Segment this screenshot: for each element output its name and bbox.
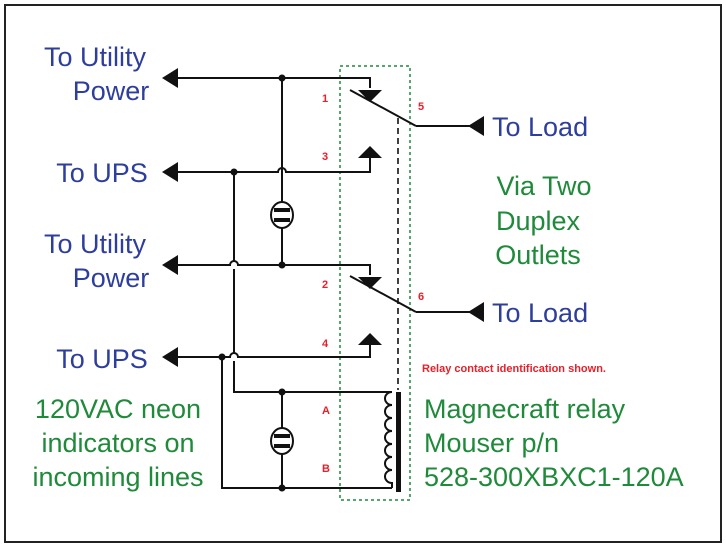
outlets-label-line3: Outlets (495, 240, 581, 270)
ups-bus-wire (233, 172, 392, 393)
pin-5-label: 5 (418, 101, 424, 113)
pin-2-label: 2 (322, 279, 328, 291)
neon-label-line3: incoming lines (32, 462, 203, 492)
ups-2-arrow-icon (162, 347, 178, 367)
neon-label-line2: indicators on (41, 428, 194, 458)
ups-2-label: To UPS (56, 344, 148, 374)
utility-2-label-line2: Power (73, 263, 150, 293)
relay-label-line1: Magnecraft relay (424, 394, 626, 424)
contact-3-icon (358, 146, 382, 158)
junction-dot (218, 353, 226, 361)
utility-2-wire (178, 260, 371, 275)
relay-label-line2: Mouser p/n (424, 428, 559, 458)
relay-core (396, 392, 401, 492)
utility-1-arrow-icon (162, 68, 178, 88)
utility-1-label-line2: Power (73, 76, 150, 106)
pin-4-label: 4 (322, 338, 329, 350)
contact-2-icon (358, 277, 382, 289)
ups-1-wire (178, 158, 371, 173)
pin-a-label: A (322, 405, 330, 417)
pin-1-label: 1 (322, 93, 328, 105)
junction-dot (278, 261, 286, 269)
relay-coil-icon (384, 391, 393, 488)
junction-dot (278, 484, 286, 492)
junction-dot (278, 74, 286, 82)
load-1-label: To Load (492, 112, 588, 142)
contact-1-icon (358, 90, 382, 102)
utility-2-label-line1: To Utility (44, 229, 147, 259)
utility-1-label-line1: To Utility (44, 42, 147, 72)
ups-1-arrow-icon (162, 162, 178, 182)
contact-4-icon (358, 333, 382, 345)
ups-1-label: To UPS (56, 158, 148, 188)
pin-b-label: B (322, 463, 330, 475)
ups-2-bus-wire (221, 357, 392, 489)
pin-6-label: 6 (418, 291, 424, 303)
diagram-frame (4, 4, 722, 543)
load-1-arrow-icon (468, 116, 484, 136)
load-2-label: To Load (492, 298, 588, 328)
outlets-label-line2: Duplex (496, 206, 581, 236)
armature-1-wire (349, 89, 417, 127)
armature-2-wire (349, 275, 417, 313)
junction-dot (278, 388, 286, 396)
neon-indicator-2-icon (270, 427, 294, 455)
relay-label-line3: 528-300XBXC1-120A (424, 462, 684, 492)
outlets-label-line1: Via Two (496, 171, 591, 201)
relay-note: Relay contact identification shown. (422, 363, 606, 375)
neon-indicator-1-icon (270, 201, 294, 229)
utility-2-arrow-icon (162, 255, 178, 275)
load-2-arrow-icon (468, 302, 484, 322)
neon-label-line1: 120VAC neon (35, 394, 201, 424)
pin-3-label: 3 (322, 151, 328, 163)
utility-1-wire (178, 77, 371, 88)
junction-dot (230, 168, 238, 176)
ups-2-wire (178, 345, 371, 358)
